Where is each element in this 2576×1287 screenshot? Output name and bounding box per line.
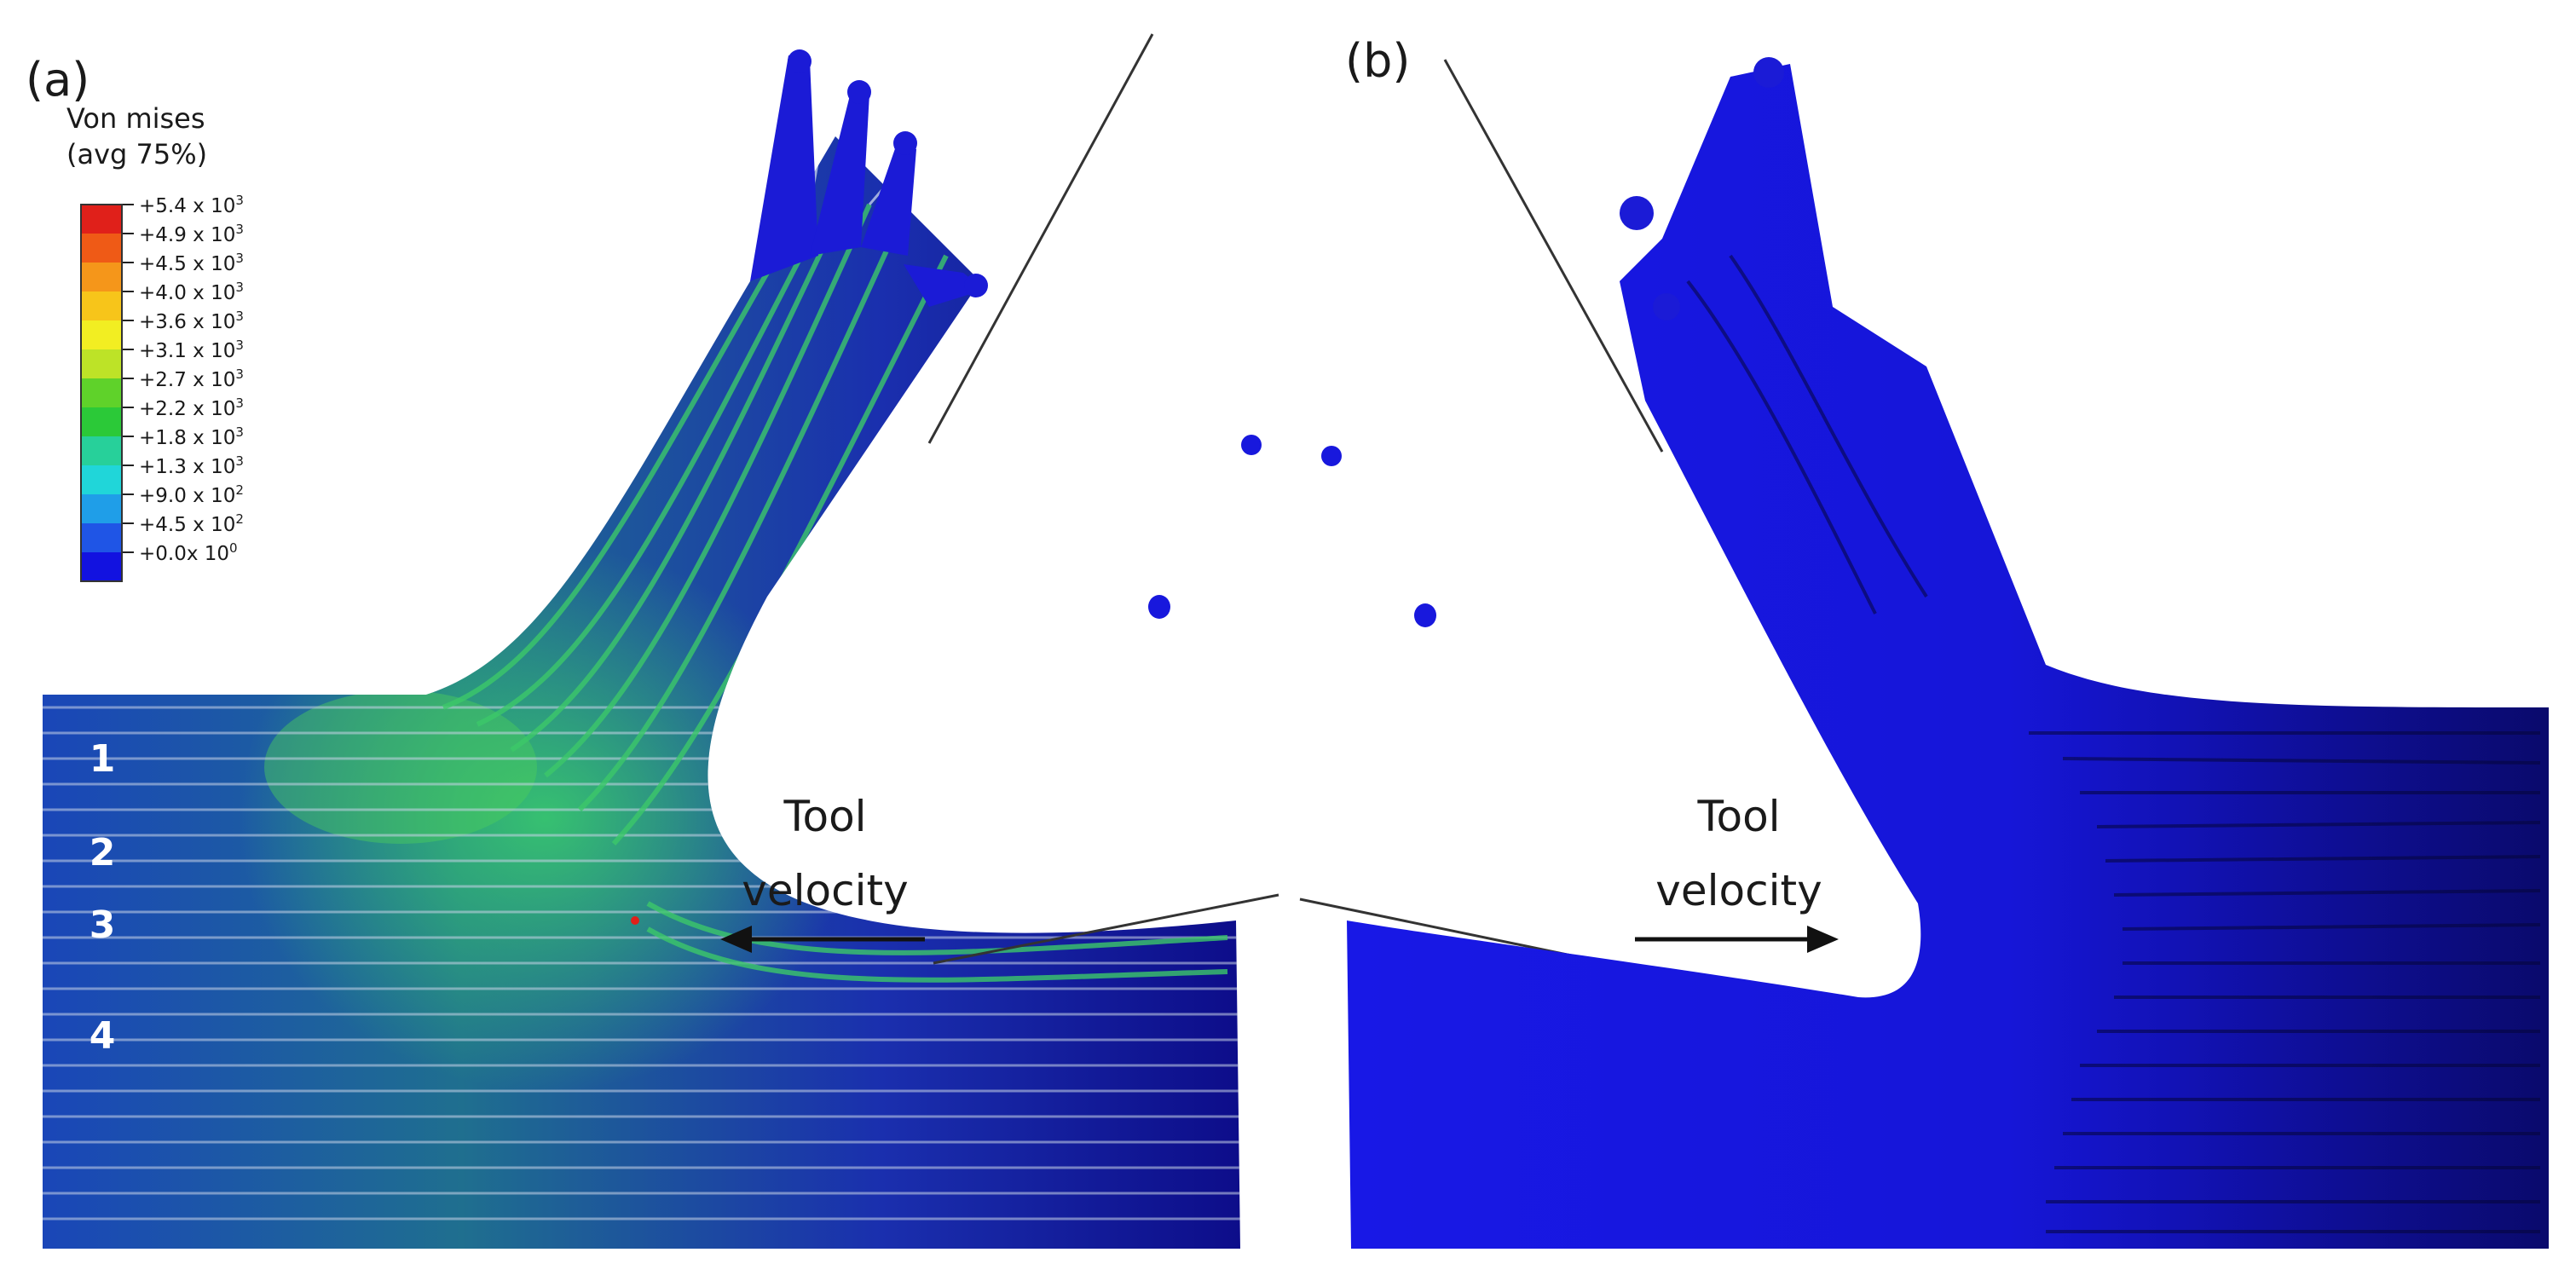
legend-title-line2: (avg 75%) <box>66 138 207 170</box>
legend-label: +9.0 x 102 <box>139 482 244 507</box>
panel-a-arrow-left-icon <box>720 926 925 953</box>
panel-b-velocity-annotation: Tool velocity <box>1635 792 1839 953</box>
free-particles <box>1148 435 1436 627</box>
legend-swatch <box>81 523 122 552</box>
panel-a-velocity-annotation: Tool velocity <box>720 792 925 953</box>
legend-swatch <box>81 205 122 234</box>
layer-label-3: 3 <box>90 903 116 947</box>
legend-swatch <box>81 349 122 378</box>
legend-swatch <box>81 234 122 263</box>
legend-label: +1.8 x 103 <box>139 424 244 449</box>
legend-label: +3.1 x 103 <box>139 338 244 362</box>
legend-label: +3.6 x 103 <box>139 309 244 333</box>
legend-label: +5.4 x 103 <box>139 193 244 217</box>
legend-label: +4.5 x 103 <box>139 251 244 275</box>
legend-label: +4.0 x 103 <box>139 280 244 304</box>
layer-labels: 1 2 3 4 <box>90 737 116 1058</box>
stress-legend: Von mises (avg 75%) +5.4 x 103 +4.9 x 103… <box>66 102 244 582</box>
panel-b-velocity-label-2: velocity <box>1655 866 1822 915</box>
panel-a-chip-fingers <box>750 49 988 307</box>
legend-label: +2.2 x 103 <box>139 395 244 420</box>
legend-label: +0.0x 100 <box>139 540 238 565</box>
legend-swatch <box>81 436 122 465</box>
legend-label: +4.5 x 102 <box>139 511 244 536</box>
panel-a-label: (a) <box>26 53 90 107</box>
panel-b-velocity-label-1: Tool <box>1696 792 1780 841</box>
legend-swatch <box>81 263 122 291</box>
legend-swatch <box>81 494 122 523</box>
panel-a-layer-lines <box>43 706 1240 1221</box>
layer-label-2: 2 <box>90 831 116 874</box>
panel-b-arrow-right-icon <box>1635 926 1839 953</box>
legend-swatch <box>81 378 122 407</box>
cutting-tool <box>927 33 1664 973</box>
legend-labels: +5.4 x 103 +4.9 x 103 +4.5 x 103 +4.0 x 103… <box>139 193 244 565</box>
panel-b-dark-streaks <box>1686 254 2541 1233</box>
legend-swatch <box>81 407 122 436</box>
legend-swatches <box>80 204 134 582</box>
panel-b-label: (b) <box>1345 34 1410 88</box>
legend-outline <box>80 204 123 582</box>
legend-title-line1: Von mises <box>66 102 205 135</box>
panel-a-workpiece <box>43 49 1240 1249</box>
panel-a-chip-streaks <box>442 203 1228 983</box>
legend-swatch <box>81 320 122 349</box>
layer-label-4: 4 <box>90 1014 116 1058</box>
legend-label: +2.7 x 103 <box>139 366 244 391</box>
legend-swatch <box>81 465 122 494</box>
legend-label: +1.3 x 103 <box>139 453 244 478</box>
panel-a-velocity-label-2: velocity <box>742 866 908 915</box>
layer-label-1: 1 <box>90 737 116 781</box>
panel-b-workpiece <box>1347 57 2549 1249</box>
legend-label: +4.9 x 103 <box>139 222 244 246</box>
legend-swatch <box>81 552 122 581</box>
panel-a-velocity-label-1: Tool <box>783 792 866 841</box>
legend-swatch <box>81 291 122 320</box>
